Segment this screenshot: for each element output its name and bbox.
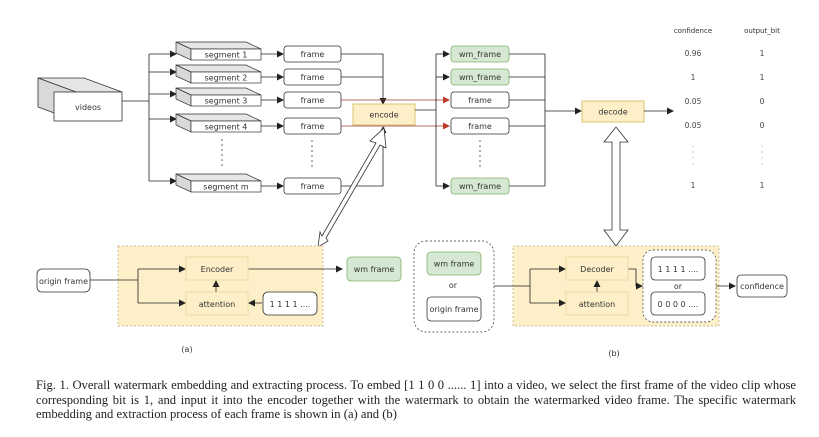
frame-label: frame (301, 50, 325, 59)
encoder-label: Encoder (201, 265, 234, 274)
frame-list: frame frame frame frame frame (283, 45, 342, 195)
bits-or-label: or (674, 282, 683, 291)
panel-b: wm frame or origin frame Decoder attenti… (413, 240, 788, 358)
decoder-label: Decoder (580, 265, 614, 274)
origin-frame-input (36, 268, 91, 293)
watermark-bits-a (262, 291, 318, 316)
output-to-decode-connectors (509, 53, 582, 187)
output-bit-value: 1 (760, 73, 765, 82)
output-frame-label: frame (468, 96, 492, 105)
wm-frame-node: wm_frame (450, 177, 510, 195)
ones-bits-option (650, 256, 706, 281)
attention-block-b (565, 291, 629, 316)
table-row: 0.96 1 (685, 49, 765, 58)
segment-label: segment m (203, 183, 249, 192)
decode-detail-arrow (603, 126, 629, 247)
frame-node: frame (450, 91, 510, 109)
output-bit-value: 1 (760, 49, 765, 58)
output-bit-value: 0 (760, 97, 765, 106)
attention-block-a (185, 291, 249, 316)
zeros-bits-label: 0 0 0 0 .... (658, 300, 699, 309)
wm-frame-node: wm_frame (450, 45, 510, 63)
wm-frame-output (346, 256, 402, 282)
panel-a: origin frame Encoder attention 1 1 1 1 .… (36, 245, 402, 354)
confidence-value: 0.96 (685, 49, 702, 58)
segment-node: segment m (175, 173, 262, 193)
output-frame-label: frame (468, 122, 492, 131)
output-frame-label: wm_frame (459, 182, 501, 191)
attention-label-a: attention (199, 300, 236, 309)
frame-ellipsis (311, 140, 313, 167)
encoder-block (185, 256, 249, 281)
segment-label: segment 4 (205, 123, 248, 132)
segment-ellipsis (221, 139, 223, 166)
frame-label: frame (301, 96, 325, 105)
segment-node: segment 2 (175, 64, 262, 84)
wm-frame-node: wm_frame (450, 68, 510, 86)
table-row: 0.05 0 (685, 121, 765, 130)
frame-label: frame (301, 122, 325, 131)
confidence-value: 0.05 (685, 97, 702, 106)
encode-to-output-connectors (415, 50, 450, 190)
decode-node: decode (581, 100, 645, 123)
column-header-confidence: confidence (674, 27, 712, 35)
watermark-bits-label-a: 1 1 1 1 .... (270, 300, 311, 309)
encode-label: encode (369, 111, 398, 120)
figure-caption: Fig. 1. Overall watermark embedding and … (36, 378, 796, 421)
encode-node: encode (352, 103, 416, 126)
frame-node: frame (450, 117, 510, 135)
confidence-output-label: confidence (740, 282, 784, 291)
frame-node: frame (283, 68, 342, 86)
confidence-output (736, 274, 788, 298)
segment-node: segment 4 (175, 113, 262, 133)
output-bit-value: 0 (760, 121, 765, 130)
confidence-value: 1 (691, 73, 696, 82)
videos-label: videos (75, 103, 101, 112)
videos-node: videos (37, 77, 123, 122)
confidence-value: 1 (691, 181, 696, 190)
segment-label: segment 1 (205, 51, 248, 60)
panel-b-caption: (b) (608, 349, 619, 358)
output-bit-value: 1 (760, 181, 765, 190)
output-frame-label: wm_frame (459, 50, 501, 59)
origin-frame-option (426, 296, 482, 322)
frame-node: frame (283, 177, 342, 195)
column-header-output-bit: output_bit (744, 27, 780, 35)
segment-node: segment 1 (175, 41, 262, 61)
frame-label: frame (301, 73, 325, 82)
segment-node: segment 3 (175, 87, 262, 107)
segment-label: segment 3 (205, 97, 248, 106)
wm-frame-output-label: wm frame (354, 265, 395, 274)
wm-frame-option (426, 251, 482, 276)
wm-frame-option-label: wm frame (434, 260, 475, 269)
attention-label-b: attention (579, 300, 616, 309)
frame-node: frame (283, 91, 342, 109)
confidence-value: 0.05 (685, 121, 702, 130)
panel-a-caption: (a) (181, 345, 192, 354)
decode-label: decode (598, 108, 627, 117)
frame-node: frame (283, 45, 342, 63)
segment-to-frame-arrows (261, 50, 284, 190)
zeros-bits-option (650, 291, 706, 316)
ones-bits-label: 1 1 1 1 .... (658, 265, 699, 274)
output-frame-label: wm_frame (459, 73, 501, 82)
frame-node: frame (283, 117, 342, 135)
bypass-arrows (341, 96, 450, 130)
origin-frame-option-label: origin frame (429, 305, 478, 314)
segment-list: segment 1 segment 2 segment 3 segment 4 segm… (175, 41, 262, 193)
frame-label: frame (301, 182, 325, 191)
origin-frame-label: origin frame (39, 277, 88, 286)
input-or-label: or (449, 281, 458, 290)
decoder-block (565, 256, 629, 281)
video-to-segment-connectors (122, 50, 177, 185)
table-row: 0.05 0 (685, 97, 765, 106)
segment-label: segment 2 (205, 74, 248, 83)
output-ellipsis (479, 140, 481, 167)
